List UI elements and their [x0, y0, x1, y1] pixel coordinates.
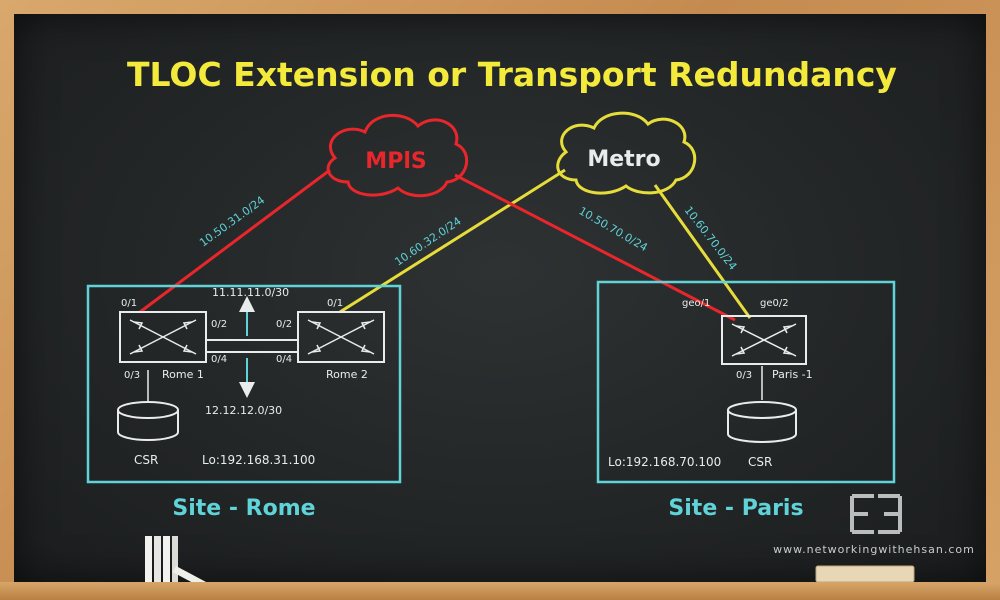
chalk-ledge: [0, 582, 1000, 600]
rome2-if-0-1: 0/1: [327, 298, 343, 309]
rome-csr-icon: [117, 370, 179, 441]
rome1-if-0-3: 0/3: [124, 370, 140, 381]
site-rome-box: [86, 284, 402, 484]
rome1-if-0-1: 0/1: [121, 298, 137, 309]
rome1-if-0-2: 0/2: [211, 319, 227, 330]
upper-tloc-subnet: 11.11.11.0/30: [212, 286, 289, 299]
rome1-router: [119, 311, 207, 363]
paris-router-name: Paris -1: [772, 368, 813, 381]
metro-label: Metro: [587, 147, 660, 172]
paris-if-ge02: ge0/2: [760, 298, 789, 309]
ehsan-logo: [850, 494, 902, 534]
paris-router: [721, 315, 807, 365]
eraser: [815, 565, 915, 583]
website-url: www.networkingwithehsan.com: [773, 543, 975, 556]
chalkboard: [14, 14, 986, 582]
mpls-cloud: MPlS: [326, 113, 469, 198]
rome1-name: Rome 1: [162, 368, 204, 381]
lower-tloc-subnet: 12.12.12.0/30: [205, 404, 282, 417]
paris-loopback: Lo:192.168.70.100: [608, 455, 721, 469]
paris-csr-label: CSR: [748, 455, 772, 469]
rome-tloc-links: [205, 339, 299, 353]
paris-metro-link: [653, 184, 752, 319]
site-paris-box: [596, 280, 896, 484]
rome2-metro-link: [339, 168, 566, 314]
rome2-router: [297, 311, 385, 363]
site-rome-label: Site - Rome: [172, 496, 315, 521]
site-paris-label: Site - Paris: [668, 496, 803, 521]
rome-mpls-subnet: 10.50.31.0/24: [197, 194, 267, 250]
rome2-if-0-4: 0/4: [276, 354, 292, 365]
rome1-if-0-4: 0/4: [211, 354, 227, 365]
paris-if-0-3: 0/3: [736, 370, 752, 381]
mpls-label: MPlS: [365, 149, 426, 174]
rome2-name: Rome 2: [326, 368, 368, 381]
paris-if-geo1: geo/1: [682, 298, 710, 309]
paris-mpls-subnet: 10.50.70.0/24: [577, 204, 650, 254]
rome-csr-label: CSR: [134, 453, 158, 467]
rome1-mpls-link: [139, 168, 331, 314]
rome-loopback: Lo:192.168.31.100: [202, 453, 315, 467]
paris-csr-icon: [727, 366, 797, 443]
metro-cloud: Metro: [556, 111, 697, 195]
diagram-title: TLOC Extension or Transport Redundancy: [127, 55, 897, 94]
rome2-if-0-2: 0/2: [276, 319, 292, 330]
paris-mpls-link: [454, 173, 736, 322]
